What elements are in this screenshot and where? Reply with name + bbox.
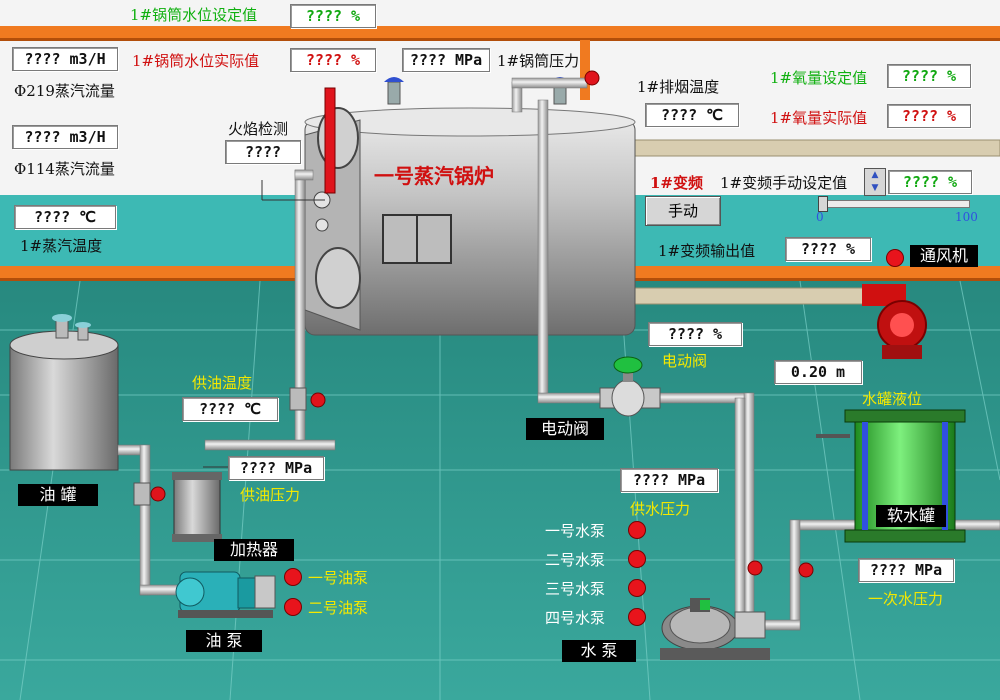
primary-water-pressure-label: 一次水压力 <box>868 590 944 608</box>
steam-temp-value: ???? ℃ <box>14 205 116 229</box>
oxygen-actual-label: 1#氧量实际值 <box>770 109 868 127</box>
water-pump-3-indicator <box>628 579 646 597</box>
vfd-slider-thumb[interactable] <box>818 196 828 212</box>
vfd-manual-value[interactable]: ???? % <box>888 170 972 194</box>
flow219-label: Φ219蒸汽流量 <box>14 82 115 100</box>
valve-tag: 电动阀 <box>526 418 604 440</box>
tank-level-value: 0.20 m <box>774 360 862 384</box>
slider-min-label: 0 <box>816 210 824 224</box>
flow219-value: ???? m3/H <box>12 47 118 71</box>
primary-water-pressure-value: ???? MPa <box>858 558 954 582</box>
flow114-label: Φ114蒸汽流量 <box>14 160 115 178</box>
vfd-output-label: 1#变频输出值 <box>658 242 756 260</box>
oil-pump-2-label: 二号油泵 <box>308 599 369 617</box>
oxygen-set-value: ???? % <box>887 64 971 88</box>
valve-label: 电动阀 <box>662 352 708 370</box>
vfd-spin-buttons[interactable]: ▲ ▼ <box>864 168 886 196</box>
vfd-slider-track[interactable] <box>818 200 970 208</box>
water-pump-1-indicator <box>628 521 646 539</box>
water-supply-pressure-value: ???? MPa <box>620 468 718 492</box>
vfd-label: 1#变频 <box>650 174 704 192</box>
drum-level-set-label: 1#锅筒水位设定值 <box>130 6 258 24</box>
flame-value: ???? <box>225 140 301 164</box>
fan-tag: 通风机 <box>910 245 978 267</box>
tank-level-label: 水罐液位 <box>862 390 923 408</box>
water-pump-1-label: 一号水泵 <box>545 522 606 540</box>
exhaust-temp-value: ???? ℃ <box>645 103 739 127</box>
drum-pressure-label: 1#锅筒压力 <box>497 52 580 70</box>
oil-pump-1-label: 一号油泵 <box>308 569 369 587</box>
steam-temp-label: 1#蒸汽温度 <box>20 237 103 255</box>
water-pump-2-label: 二号水泵 <box>545 551 606 569</box>
flow114-value: ???? m3/H <box>12 125 118 149</box>
oil-supply-temp-label: 供油温度 <box>192 374 253 392</box>
valve-opening-value: ???? % <box>648 322 742 346</box>
water-supply-pressure-label: 供水压力 <box>630 500 691 518</box>
boiler-title: 一号蒸汽锅炉 <box>374 164 494 188</box>
water-pump-2-indicator <box>628 550 646 568</box>
soft-water-tank-tag: 软水罐 <box>876 505 946 527</box>
water-pump-4-label: 四号水泵 <box>545 609 606 627</box>
water-pump-tag: 水 泵 <box>562 640 636 662</box>
oil-pump-tag: 油 泵 <box>186 630 262 652</box>
drum-level-actual-label: 1#锅筒水位实际值 <box>132 52 260 70</box>
fan-status-indicator <box>886 249 904 267</box>
drum-pressure-value: ???? MPa <box>402 48 490 72</box>
drum-level-actual-value: ???? % <box>290 48 376 72</box>
flame-label: 火焰检测 <box>228 120 289 138</box>
water-pump-4-indicator <box>628 608 646 626</box>
oxygen-set-label: 1#氧量设定值 <box>770 69 868 87</box>
spin-up-icon[interactable]: ▲ <box>871 170 879 180</box>
oxygen-actual-value: ???? % <box>887 104 971 128</box>
vfd-manual-label: 1#变频手动设定值 <box>720 174 848 192</box>
oil-supply-temp-value: ???? ℃ <box>182 397 278 421</box>
heater-tag: 加热器 <box>214 539 294 561</box>
manual-button[interactable]: 手动 <box>645 196 721 226</box>
water-pump-3-label: 三号水泵 <box>545 580 606 598</box>
drum-level-set-value: ???? % <box>290 4 376 28</box>
vfd-output-value: ???? % <box>785 237 871 261</box>
exhaust-temp-label: 1#排烟温度 <box>637 78 720 96</box>
spin-down-icon[interactable]: ▼ <box>871 183 879 193</box>
slider-max-label: 100 <box>955 210 978 224</box>
oil-supply-pressure-value: ???? MPa <box>228 456 324 480</box>
oil-pump-1-indicator <box>284 568 302 586</box>
oil-pump-2-indicator <box>284 598 302 616</box>
oil-supply-pressure-label: 供油压力 <box>240 486 301 504</box>
oil-tank-tag: 油 罐 <box>18 484 98 506</box>
